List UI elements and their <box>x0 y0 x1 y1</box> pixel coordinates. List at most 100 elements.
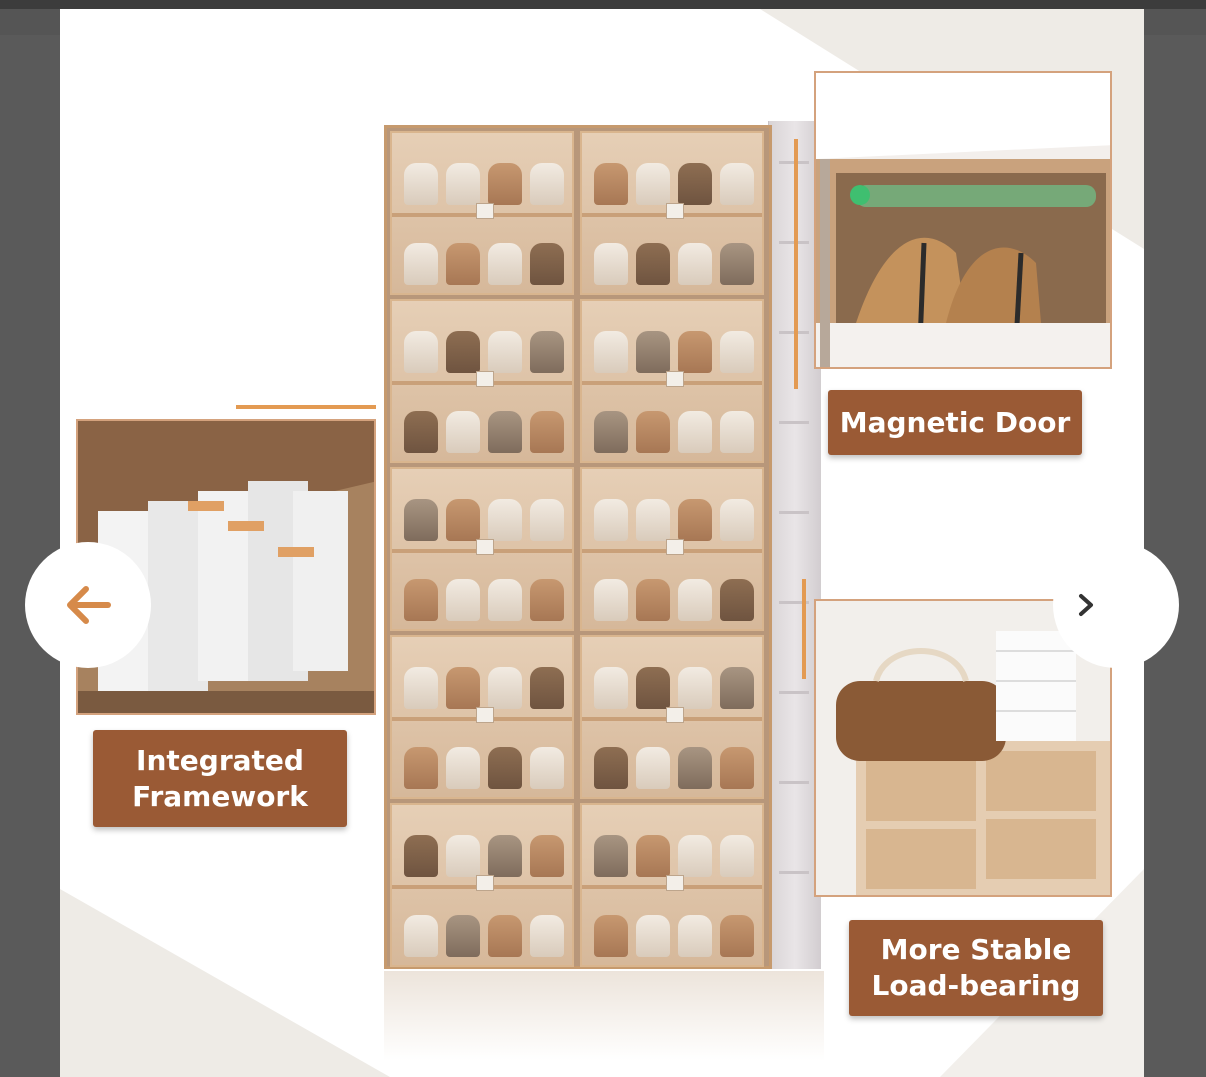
shoe <box>488 331 522 373</box>
shoe <box>678 667 712 709</box>
load-bearing-photo <box>816 601 1110 895</box>
shoe <box>488 579 522 621</box>
cabinet-reflection <box>384 971 824 1061</box>
magnetic-door-photo <box>816 73 1110 367</box>
shoe <box>404 579 438 621</box>
shoe <box>530 411 564 453</box>
shoe <box>594 331 628 373</box>
shoe <box>720 579 754 621</box>
shoe <box>488 667 522 709</box>
shoe <box>530 915 564 957</box>
shoe <box>678 915 712 957</box>
magnetic-door-label: Magnetic Door <box>828 390 1082 455</box>
shoe <box>678 331 712 373</box>
shoe <box>530 243 564 285</box>
shoe <box>530 331 564 373</box>
shoe <box>594 411 628 453</box>
shoe <box>404 915 438 957</box>
shoe <box>720 667 754 709</box>
cabinet-bay <box>580 299 764 463</box>
cabinet-bay <box>390 131 574 295</box>
shoe <box>594 163 628 205</box>
shoe <box>446 411 480 453</box>
next-image-button[interactable] <box>1053 542 1179 668</box>
shoe <box>594 747 628 789</box>
shoe <box>720 835 754 877</box>
shoe <box>404 499 438 541</box>
shoe <box>636 411 670 453</box>
cabinet-tag <box>666 203 684 219</box>
shoe <box>594 243 628 285</box>
top-bar <box>0 0 1206 9</box>
load-bearing-label: More Stable Load-bearing <box>849 920 1103 1016</box>
previous-image-button[interactable] <box>25 542 151 668</box>
shoe <box>404 411 438 453</box>
shoe <box>594 667 628 709</box>
shoe <box>636 243 670 285</box>
shoe <box>636 915 670 957</box>
shoe <box>678 499 712 541</box>
chevron-right-icon <box>1079 594 1093 616</box>
cabinet-bay <box>580 467 764 631</box>
cabinet-bay <box>390 803 574 967</box>
shoe <box>446 499 480 541</box>
shoe <box>720 243 754 285</box>
shoe <box>446 915 480 957</box>
shoe <box>636 163 670 205</box>
shoe <box>404 747 438 789</box>
shoe <box>404 331 438 373</box>
cabinet-tag <box>476 539 494 555</box>
shoe <box>720 163 754 205</box>
inset-magnetic-door <box>814 71 1112 369</box>
shoe <box>446 331 480 373</box>
shoe <box>488 243 522 285</box>
cabinet-bay <box>390 299 574 463</box>
shoe <box>530 499 564 541</box>
cabinet-bay <box>580 635 764 799</box>
shoe <box>404 667 438 709</box>
shoe <box>446 579 480 621</box>
cabinet-tag <box>476 371 494 387</box>
shoe <box>488 915 522 957</box>
shoe <box>636 499 670 541</box>
cabinet-tag <box>666 371 684 387</box>
shoe <box>720 499 754 541</box>
shoe <box>636 331 670 373</box>
accent-line <box>794 139 798 389</box>
shoe <box>678 411 712 453</box>
cabinet-tag <box>476 875 494 891</box>
shoe <box>594 835 628 877</box>
shoe <box>404 243 438 285</box>
shoe <box>720 747 754 789</box>
shoe <box>720 331 754 373</box>
shoe <box>488 835 522 877</box>
shoe <box>446 667 480 709</box>
shoe <box>678 835 712 877</box>
shoe-cabinet <box>384 113 822 969</box>
shoe <box>488 163 522 205</box>
shoe <box>530 579 564 621</box>
cabinet-tag <box>666 875 684 891</box>
shoe <box>720 411 754 453</box>
shoe <box>594 499 628 541</box>
cabinet-tag <box>666 707 684 723</box>
shoe <box>678 579 712 621</box>
shoe <box>636 747 670 789</box>
shoe <box>594 579 628 621</box>
integrated-framework-label: Integrated Framework <box>93 730 347 827</box>
shoe <box>636 835 670 877</box>
shoe <box>404 163 438 205</box>
shoe <box>446 163 480 205</box>
cabinet-bay <box>580 131 764 295</box>
shoe <box>446 747 480 789</box>
shoe <box>530 835 564 877</box>
accent-line <box>236 405 376 409</box>
arrow-left-icon <box>67 586 111 624</box>
accent-line <box>802 579 806 679</box>
product-image: Magnetic Door Integrated Framework More … <box>60 9 1144 1077</box>
shoe <box>488 499 522 541</box>
inset-load-bearing <box>814 599 1112 897</box>
shoe <box>488 747 522 789</box>
cabinet-tag <box>476 203 494 219</box>
cabinet-bay <box>580 803 764 967</box>
